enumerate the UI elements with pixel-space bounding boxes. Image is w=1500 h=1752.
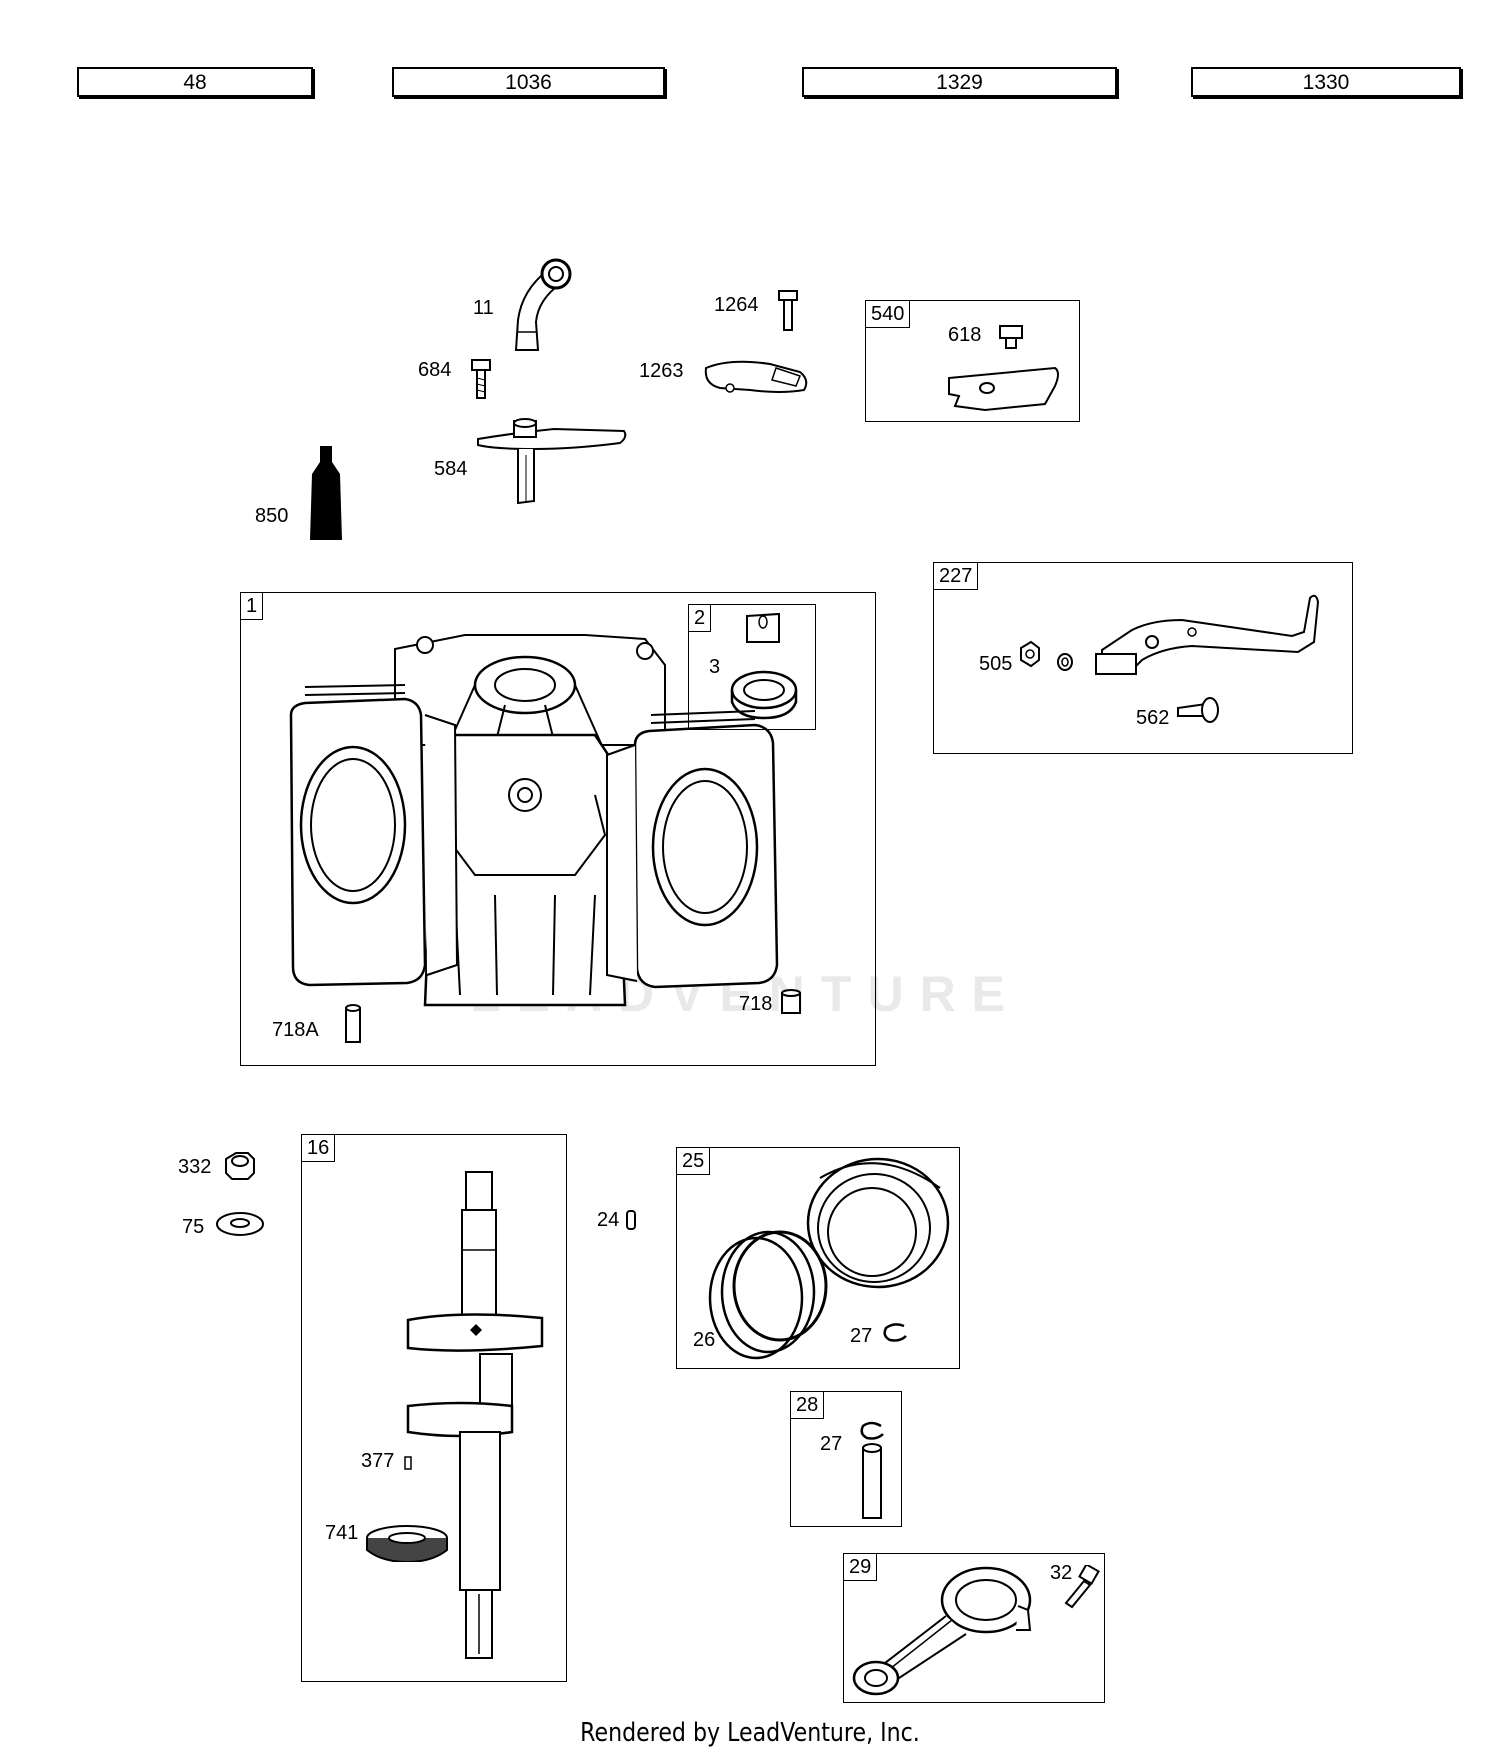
dipstick-tube-part[interactable] bbox=[508, 250, 588, 360]
box-number-29: 29 bbox=[843, 1553, 878, 1581]
dowel-718-part[interactable] bbox=[779, 988, 803, 1016]
plate-1263-part[interactable] bbox=[700, 354, 812, 398]
callout-718A[interactable]: 718A bbox=[272, 1019, 319, 1041]
assembly-box-28[interactable]: 28 bbox=[790, 1391, 902, 1527]
piston-rings-26-part[interactable] bbox=[700, 1230, 840, 1370]
box-number-16: 16 bbox=[301, 1134, 336, 1162]
callout-332[interactable]: 332 bbox=[178, 1156, 212, 1178]
callout-75[interactable]: 75 bbox=[182, 1216, 205, 1238]
callout-11[interactable]: 11 bbox=[473, 297, 494, 319]
callout-562[interactable]: 562 bbox=[1136, 707, 1170, 729]
dowel-718A-part[interactable] bbox=[344, 1004, 362, 1046]
retainer-27-part[interactable] bbox=[880, 1320, 910, 1344]
kit-button-48[interactable]: 48 bbox=[77, 67, 313, 97]
box-number-25: 25 bbox=[676, 1147, 711, 1175]
assembly-box-227[interactable]: 227 bbox=[933, 562, 1353, 754]
seal-3-part[interactable] bbox=[728, 668, 800, 722]
callout-24[interactable]: 24 bbox=[597, 1209, 620, 1231]
box-number-1: 1 bbox=[240, 592, 264, 620]
kit-button-1330[interactable]: 1330 bbox=[1191, 67, 1461, 97]
assembly-box-540[interactable]: 540 bbox=[865, 300, 1080, 422]
callout-32[interactable]: 32 bbox=[1050, 1562, 1073, 1584]
screw-618-part[interactable] bbox=[998, 322, 1024, 350]
callout-584[interactable]: 584 bbox=[434, 458, 468, 480]
wrist-pin-28-part[interactable] bbox=[855, 1418, 889, 1522]
throttle-bracket-227-part[interactable] bbox=[1092, 590, 1322, 690]
bushing-2-part[interactable] bbox=[743, 610, 783, 646]
cylinder-block-part[interactable] bbox=[285, 625, 795, 1015]
screw-684-part[interactable] bbox=[470, 358, 492, 402]
assembly-box-16[interactable]: 16 bbox=[301, 1134, 567, 1682]
bracket-584-part[interactable] bbox=[474, 415, 630, 505]
callout-27-box25[interactable]: 27 bbox=[850, 1325, 873, 1347]
callout-618[interactable]: 618 bbox=[948, 324, 982, 346]
callout-377[interactable]: 377 bbox=[361, 1450, 395, 1472]
gear-741-part[interactable] bbox=[362, 1522, 452, 1562]
kit-button-1329[interactable]: 1329 bbox=[802, 67, 1117, 97]
key-377-part[interactable] bbox=[403, 1455, 413, 1471]
box-number-227: 227 bbox=[933, 562, 979, 590]
nut-505-part[interactable] bbox=[1017, 638, 1073, 674]
footer-credit: Rendered by LeadVenture, Inc. bbox=[580, 1718, 920, 1748]
bolt-32-part[interactable] bbox=[1060, 1565, 1100, 1609]
box-number-2: 2 bbox=[688, 604, 712, 632]
box-number-540: 540 bbox=[865, 300, 911, 328]
kit-button-1036[interactable]: 1036 bbox=[392, 67, 665, 97]
screw-562-part[interactable] bbox=[1176, 696, 1222, 726]
callout-718[interactable]: 718 bbox=[739, 993, 773, 1015]
sealant-tube-850-part[interactable] bbox=[306, 444, 348, 540]
piston-part[interactable] bbox=[800, 1148, 956, 1298]
callout-741[interactable]: 741 bbox=[325, 1522, 359, 1544]
plate-540-part[interactable] bbox=[945, 366, 1067, 414]
callout-505[interactable]: 505 bbox=[979, 653, 1013, 675]
connecting-rod-29-part[interactable] bbox=[846, 1560, 1076, 1700]
callout-684[interactable]: 684 bbox=[418, 359, 452, 381]
nut-332-part[interactable] bbox=[222, 1149, 258, 1181]
box-number-28: 28 bbox=[790, 1391, 825, 1419]
callout-27-box28[interactable]: 27 bbox=[820, 1433, 843, 1455]
callout-3[interactable]: 3 bbox=[709, 656, 721, 678]
assembly-box-25[interactable]: 25 bbox=[676, 1147, 960, 1369]
crankshaft-part[interactable] bbox=[400, 1170, 550, 1660]
callout-1263[interactable]: 1263 bbox=[639, 360, 684, 382]
assembly-box-2[interactable]: 2 bbox=[688, 604, 816, 730]
callout-26[interactable]: 26 bbox=[693, 1329, 716, 1351]
washer-75-part[interactable] bbox=[214, 1211, 266, 1239]
callout-850[interactable]: 850 bbox=[255, 505, 289, 527]
assembly-box-1[interactable]: 1 bbox=[240, 592, 876, 1066]
pin-24-part[interactable] bbox=[624, 1208, 638, 1232]
assembly-box-29[interactable]: 29 bbox=[843, 1553, 1105, 1703]
bolt-1264-part[interactable] bbox=[776, 289, 800, 333]
callout-1264[interactable]: 1264 bbox=[714, 294, 759, 316]
